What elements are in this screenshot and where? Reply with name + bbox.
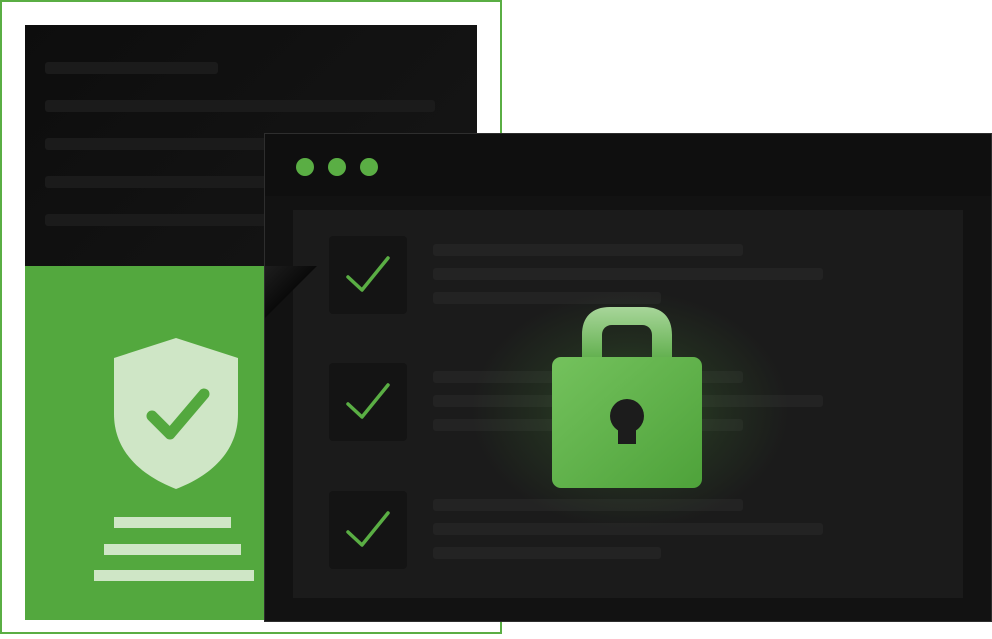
document-summary-line	[114, 517, 231, 528]
window-titlebar	[265, 134, 991, 196]
shield-check-icon	[114, 338, 238, 489]
checkmark-icon	[346, 256, 390, 292]
document-text-line	[45, 100, 435, 112]
window-control-dot[interactable]	[360, 158, 378, 176]
padlock-icon	[552, 307, 702, 488]
checklist-text-line	[433, 523, 823, 535]
checklist-text-line	[433, 499, 743, 511]
document-text-line	[45, 62, 218, 74]
checklist-text-line	[433, 244, 743, 256]
checklist-item-checkbox[interactable]	[329, 491, 407, 569]
window-control-dot[interactable]	[328, 158, 346, 176]
page-fold-corner	[265, 266, 318, 318]
document-summary-line	[104, 544, 241, 555]
document-summary-line	[94, 570, 254, 581]
checklist-item-checkbox[interactable]	[329, 363, 407, 441]
checkmark-icon	[346, 383, 390, 419]
checklist-text-line	[433, 292, 661, 304]
window-control-dot[interactable]	[296, 158, 314, 176]
checklist-text-line	[433, 268, 823, 280]
checklist-text-line	[433, 547, 661, 559]
checkmark-icon	[346, 511, 390, 547]
checklist-item-checkbox[interactable]	[329, 236, 407, 314]
